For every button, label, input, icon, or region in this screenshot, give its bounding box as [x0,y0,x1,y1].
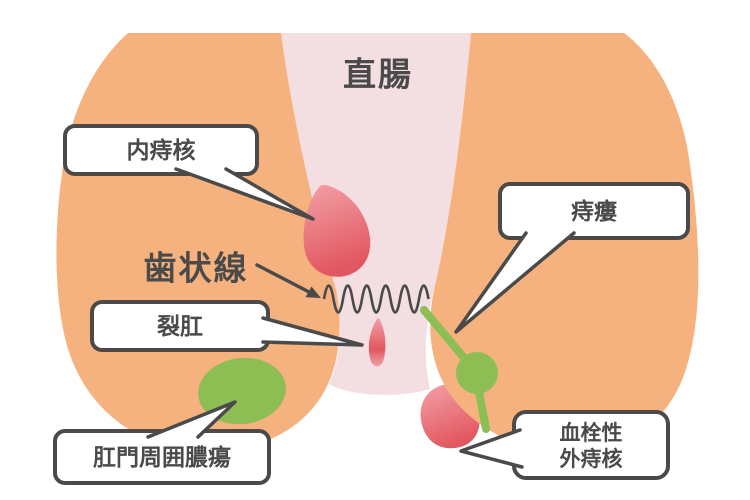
anal-fistula-label: 痔瘻 [571,198,617,225]
thrombosed-external-hemorrhoid-label-line1: 血栓性 [560,421,623,445]
rectum-label: 直腸 [343,55,413,94]
fistula-abscess-node [456,352,498,394]
callout-tail [454,231,576,334]
thrombosed-external-hemorrhoid-label-line2: 外痔核 [560,447,623,471]
perianal-abscess-label: 肛門周囲膿瘍 [93,444,231,471]
internal-hemorrhoid-callout: 内痔核 [63,124,315,221]
callout-tail [146,400,237,439]
callout-box [63,124,259,176]
dentate-line-label: 歯状線 [144,249,249,288]
perianal-abscess-callout: 肛門周囲膿瘍 [53,400,271,485]
anal-fissure-shape [368,318,386,367]
internal-hemorrhoid-label: 内痔核 [127,137,196,164]
thrombosed-external-hemorrhoid-callout: 血栓性 外痔核 [459,410,670,480]
anal-fistula-callout: 痔瘻 [454,182,690,334]
anal-fissure-label: 裂肛 [157,314,203,340]
internal-hemorrhoid-shape [303,184,371,277]
dentate-line-arrowhead [305,286,321,298]
dentate-line-arrow [255,263,313,295]
callout-tail [174,167,315,221]
anal-fissure-callout: 裂肛 [90,300,364,352]
callout-tail [261,316,364,347]
callout-tail [459,428,524,469]
callout-box [498,182,690,240]
dentate-wavy-line [322,284,430,314]
rectum-canal-shape [281,33,471,395]
